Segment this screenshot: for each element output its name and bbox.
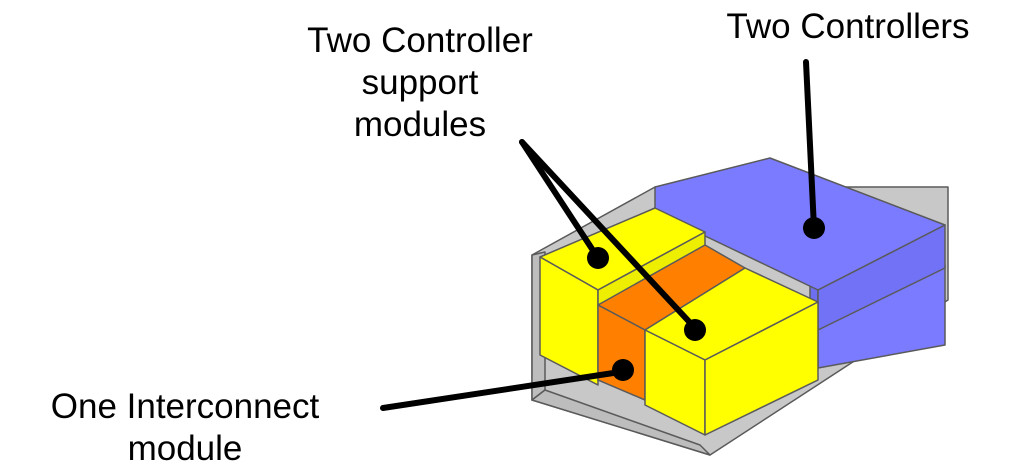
chassis-front-wall (531, 389, 711, 456)
support-callout-dot-2 (684, 319, 706, 341)
controllers-callout-dot (803, 217, 825, 239)
interconnect-label-line1: One Interconnect (50, 387, 320, 426)
support-callout-line-1 (519, 139, 601, 261)
interconnect-module-label: One Interconnect module (0, 386, 370, 470)
support-modules-label-line3: modules (353, 105, 487, 144)
support-callout-dot-1 (587, 247, 609, 269)
support-modules-label-line1: Two Controller (307, 21, 533, 60)
support-module-right-side (704, 301, 819, 436)
controllers-callout-line (803, 59, 817, 231)
callouts (380, 59, 817, 411)
support-modules-label-line2: support (361, 63, 479, 102)
support-modules-label: Two Controller support modules (250, 20, 590, 146)
support-callout-line-2 (519, 139, 698, 331)
interconnect-callout-line (380, 369, 623, 411)
support-module-left-front (539, 256, 599, 386)
callout-dots (587, 217, 825, 381)
controllers-label: Two Controllers (726, 7, 970, 46)
interconnect-callout-dot (612, 359, 634, 381)
interconnect-label-line2: module (127, 429, 243, 468)
